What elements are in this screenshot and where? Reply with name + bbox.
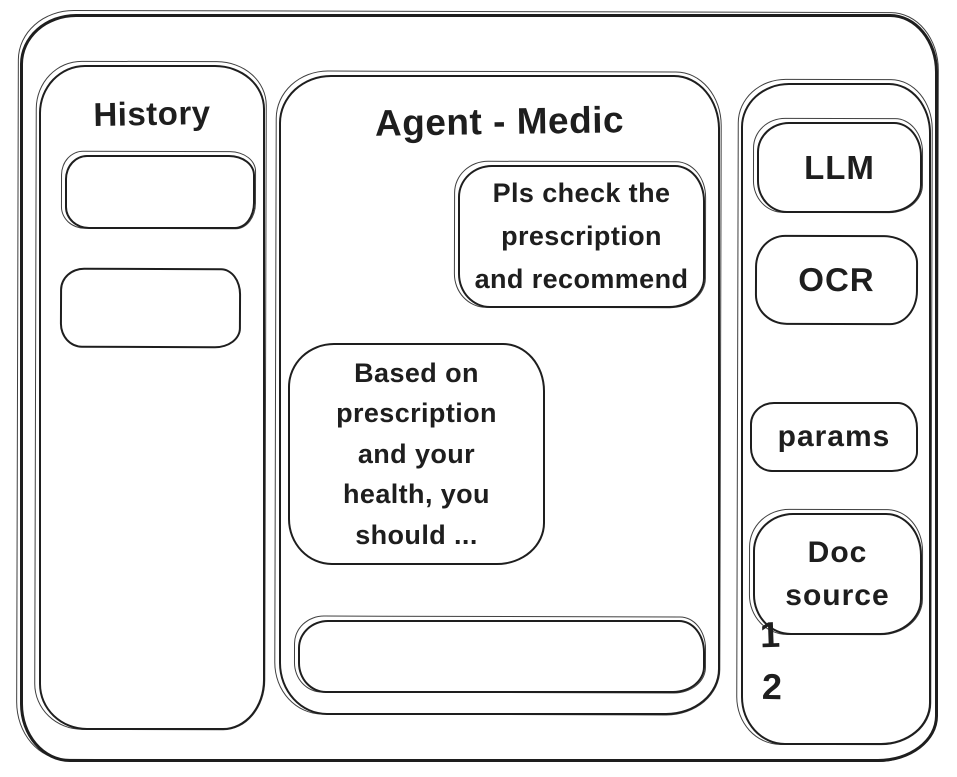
chat-title: Agent - Medic (374, 99, 625, 144)
params-button[interactable]: params (750, 402, 918, 472)
history-item[interactable] (59, 267, 242, 349)
history-panel-title: History (93, 93, 211, 134)
history-item[interactable] (65, 155, 255, 229)
doc-source-list-item-2: 2 (761, 665, 783, 708)
chat-message-assistant: Based on prescription and your health, y… (288, 343, 545, 565)
doc-source-button[interactable]: Doc source (753, 513, 922, 635)
chat-input-box (298, 620, 705, 693)
ocr-button[interactable]: OCR (754, 234, 919, 326)
doc-source-list-item-1: 1 (759, 613, 782, 656)
app-frame: History Agent - Medic Pls check the pres… (20, 14, 938, 762)
chat-message-user: Pls check the prescription and recommend (458, 165, 705, 308)
tools-panel: LLM OCR params Doc source 1 2 (741, 83, 931, 745)
llm-button[interactable]: LLM (757, 122, 922, 213)
chat-input[interactable] (314, 626, 689, 687)
chat-panel: Agent - Medic Pls check the prescription… (279, 75, 720, 715)
history-panel: History (39, 65, 265, 730)
